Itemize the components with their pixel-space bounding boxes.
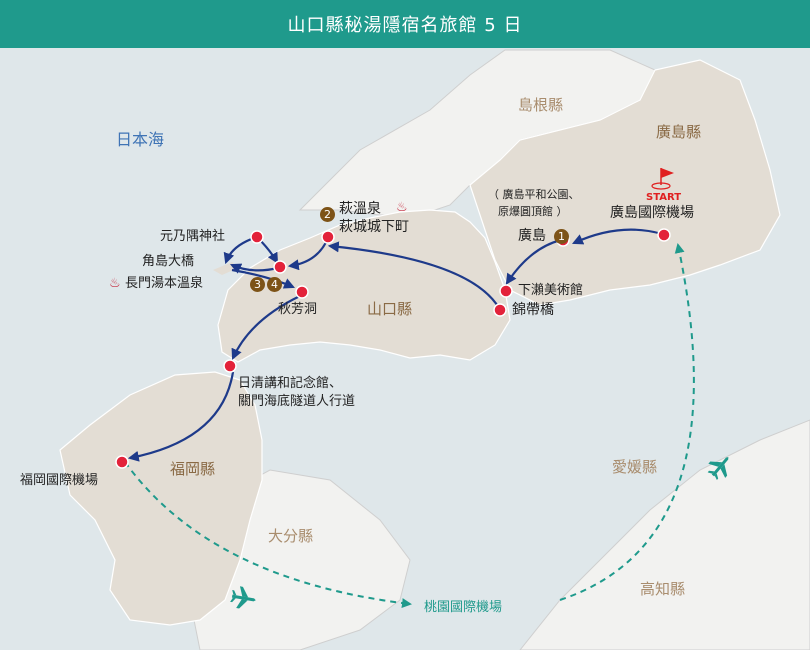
location-marker-icon[interactable] [115,455,129,469]
region-label-fukuoka: 福岡縣 [170,460,216,478]
day-badge-4: 4 [267,277,282,292]
region-label-kochi: 高知縣 [640,580,686,598]
stop-label-nisshin-1: 日清講和記念館、 [238,376,343,391]
day-badge-3: 3 [250,277,265,292]
location-marker-icon[interactable] [657,228,671,242]
location-marker-icon[interactable] [321,230,335,244]
airplane-icon [230,586,256,609]
region-label-oita: 大分縣 [268,527,314,545]
day-badge-2: 2 [320,207,335,222]
stop-label-hiroshima: 廣島 [518,228,546,244]
stop-label-shimose: 下瀨美術館 [518,283,584,298]
stop-label-hiroshima-note-1: （ 廣島平和公園、 [488,188,580,201]
stop-label-hagi-castle: 萩城城下町 [339,219,409,235]
flight-taoyuan-to-hiroshima [559,243,695,601]
stop-label-kintaikyo: 錦帶橋 [512,302,554,318]
tsunoshima-land [213,262,238,275]
day-badge-1: 1 [554,229,569,244]
region-label-yamaguchi: 山口縣 [367,300,413,318]
route-airport-to-hiroshima [571,228,663,245]
route-to-shimonoseki [231,295,301,361]
region-label-shimane: 島根縣 [518,96,564,114]
stop-label-hagi-onsen: 萩溫泉 [339,201,381,217]
sea-label-japan-sea: 日本海 [116,130,165,149]
stop-label-taoyuan: 桃園國際機場 [424,600,503,615]
stop-label-hiroshima-note-2: 原爆圓頂館 ） [498,205,568,218]
location-marker-icon[interactable] [250,230,264,244]
onsen-icon: ♨ [109,276,121,291]
stop-label-fukuoka-airport: 福岡國際機場 [20,473,99,488]
stop-label-akiyoshido: 秋芳洞 [278,302,318,317]
location-marker-icon[interactable] [499,284,513,298]
location-marker-icon[interactable] [493,303,507,317]
location-marker-icon[interactable] [295,285,309,299]
fukuoka-land [59,371,263,626]
location-marker-icon[interactable] [273,260,287,274]
stop-label-hiroshima-airport: 廣島國際機場 [610,205,694,221]
route-to-akiyoshido [231,268,296,289]
region-label-hiroshima: 廣島縣 [656,123,702,141]
airplane-icon [707,457,729,481]
route-kintaikyo-to-hagi [327,241,500,309]
page-title: 山口縣秘湯隱宿名旅館 5 日 [0,0,810,48]
shikoku-land [519,419,810,650]
yamaguchi-land [217,209,511,363]
start-label: START [646,192,682,203]
flight-fukuoka-to-taoyuan [124,461,412,609]
stop-label-tsunoshima: 角島大橋 [142,254,195,269]
location-marker-icon[interactable] [223,359,237,373]
stop-label-motonosumi: 元乃隅神社 [160,229,226,244]
stop-label-nagato-onsen: 長門湯本溫泉 [125,276,204,291]
onsen-icon: ♨ [396,200,408,215]
stop-label-nisshin-2: 關門海底隧道人行道 [238,394,356,409]
start-flag-icon [651,168,674,190]
region-label-ehime: 愛媛縣 [612,458,658,476]
route-to-fukuoka-airport [127,371,235,462]
